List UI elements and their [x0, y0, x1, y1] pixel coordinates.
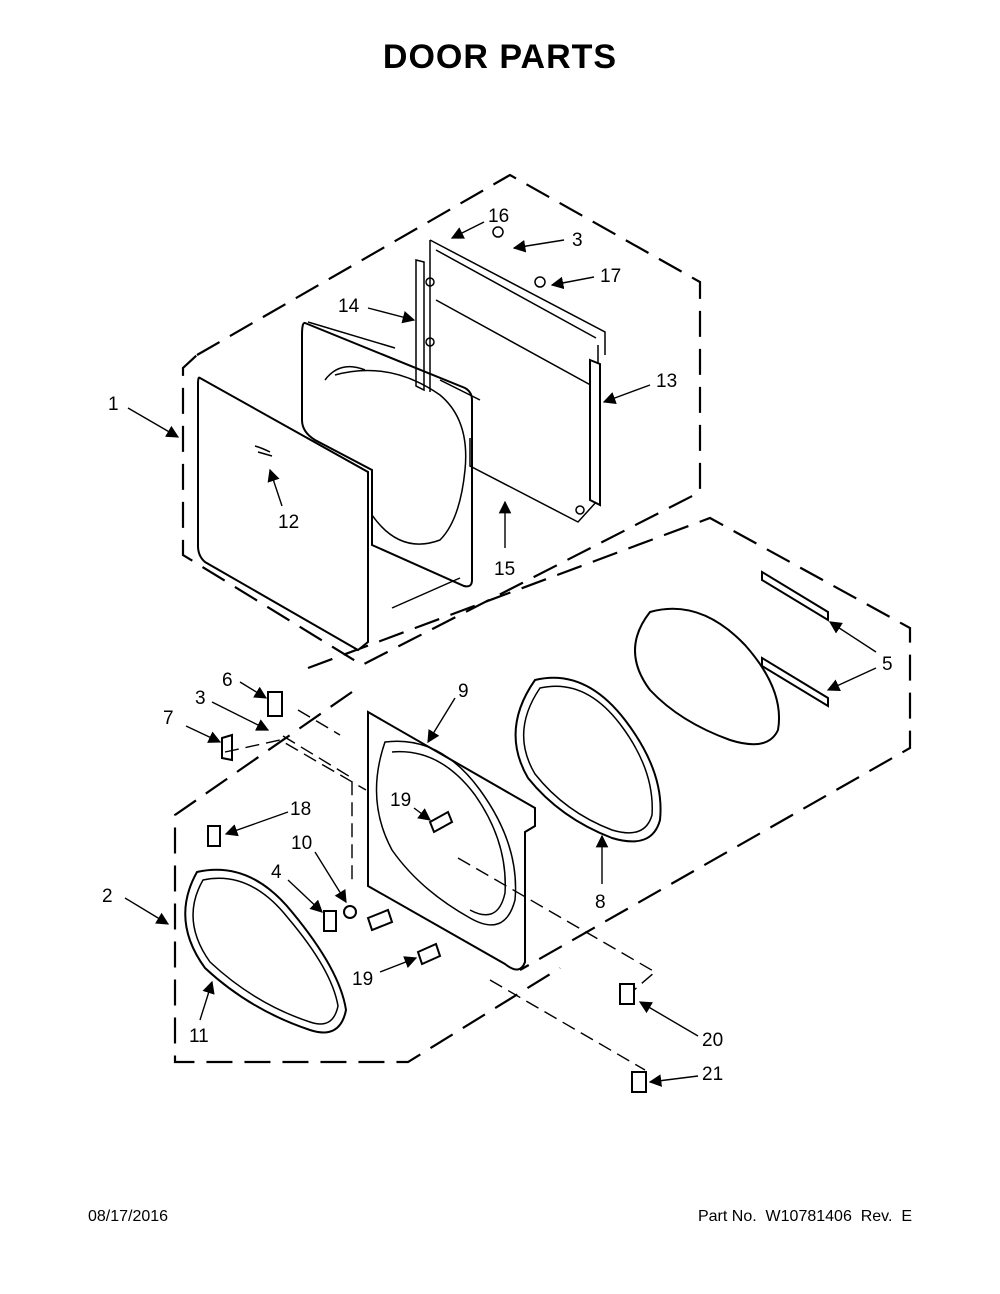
callout-3a: 3 — [572, 230, 583, 251]
hinge-7 — [221, 733, 233, 762]
leader-3a — [512, 239, 565, 253]
callout-11: 11 — [189, 1026, 209, 1047]
logo-mark-12 — [254, 445, 273, 457]
door-glass — [634, 607, 780, 746]
callout-12: 12 — [278, 512, 299, 533]
callout-14: 14 — [338, 296, 360, 317]
callout-1: 1 — [108, 394, 119, 415]
leader-21 — [648, 1074, 699, 1087]
screw-frame-b — [425, 337, 435, 347]
leader-20 — [638, 1001, 699, 1037]
outer-door-panel — [197, 376, 369, 652]
frame-side-bar-13 — [589, 358, 601, 507]
guide-line-lower-5 — [297, 709, 341, 736]
actuator-10 — [343, 905, 357, 919]
leader-4 — [287, 879, 323, 913]
callout-4: 4 — [271, 862, 282, 883]
clip-18 — [207, 825, 221, 847]
callout-13: 13 — [656, 371, 677, 392]
leader-1 — [127, 407, 180, 438]
guide-line-upper-2 — [307, 321, 396, 349]
door-inner-frame — [367, 710, 536, 971]
guide-line-lower-4 — [489, 979, 646, 1071]
upper-group-boundary — [181, 173, 702, 667]
leader-19b — [379, 956, 418, 973]
guide-line-upper-1 — [391, 577, 461, 609]
leader-9 — [427, 697, 456, 744]
callout-21: 21 — [702, 1064, 723, 1085]
leader-3b — [211, 701, 270, 731]
bracket-6 — [267, 691, 283, 717]
screw-19a — [428, 810, 454, 834]
leader-6 — [239, 681, 268, 699]
screw-19b — [416, 942, 442, 966]
callout-15: 15 — [494, 559, 515, 580]
screw-3 — [492, 226, 504, 238]
hinge-strip-lower — [761, 656, 829, 708]
outer-trim-ring — [184, 868, 348, 1034]
page-title: DOOR PARTS — [382, 38, 618, 76]
callout-2: 2 — [102, 886, 113, 907]
screw-frame-a — [425, 277, 435, 287]
leader-18 — [224, 811, 289, 837]
liner-window-recess — [334, 369, 467, 545]
callout-9: 9 — [458, 681, 469, 702]
callout-16: 16 — [488, 206, 509, 227]
leader-2 — [124, 897, 170, 925]
door-gasket-outer — [514, 676, 662, 843]
door-gasket-inner — [523, 685, 653, 834]
door-inner-opening-2 — [391, 750, 506, 916]
leader-17 — [550, 276, 595, 290]
leader-19a — [413, 807, 432, 821]
callout-5: 5 — [882, 654, 893, 675]
lower-left-group-boundary — [173, 691, 561, 1064]
cover-20 — [619, 983, 635, 1005]
callout-19a: 19 — [390, 790, 411, 811]
lower-right-group-boundary — [307, 516, 912, 971]
outer-trim-ring-inner — [192, 877, 339, 1025]
hinge-strip-upper — [761, 570, 829, 622]
liner-window-inner — [324, 365, 366, 381]
frame-corner-bracket — [415, 259, 425, 392]
callout-17: 17 — [600, 266, 621, 287]
callout-18: 18 — [290, 799, 311, 820]
screw-17 — [534, 276, 546, 288]
callout-8: 8 — [595, 892, 606, 913]
callout-6: 6 — [222, 670, 233, 691]
callout-10: 10 — [291, 833, 312, 854]
leader-14 — [367, 307, 416, 324]
footer-date: 08/17/2016 — [88, 1208, 169, 1225]
leader-13 — [602, 384, 651, 404]
leader-7 — [185, 725, 222, 743]
door-inner-opening — [375, 740, 517, 926]
callout-7: 7 — [163, 708, 174, 729]
leader-12 — [267, 468, 283, 507]
footer-part-number: Part No. W10781406 Rev. E — [697, 1208, 912, 1225]
callout-19b: 19 — [352, 969, 373, 990]
guide-line-lower-3 — [457, 857, 657, 991]
leader-5a — [828, 621, 877, 653]
leader-16 — [450, 221, 485, 239]
callout-20: 20 — [702, 1030, 723, 1051]
callout-3b: 3 — [195, 688, 206, 709]
frame-rail — [435, 249, 597, 401]
guide-line-lower-1 — [282, 735, 353, 880]
leader-11 — [199, 980, 215, 1021]
cover-21 — [631, 1071, 647, 1093]
leader-10 — [314, 851, 347, 904]
leader-5b — [826, 667, 877, 692]
switch-4 — [323, 910, 337, 932]
latch-screw-center — [366, 908, 394, 932]
screw-frame-c — [575, 505, 585, 515]
